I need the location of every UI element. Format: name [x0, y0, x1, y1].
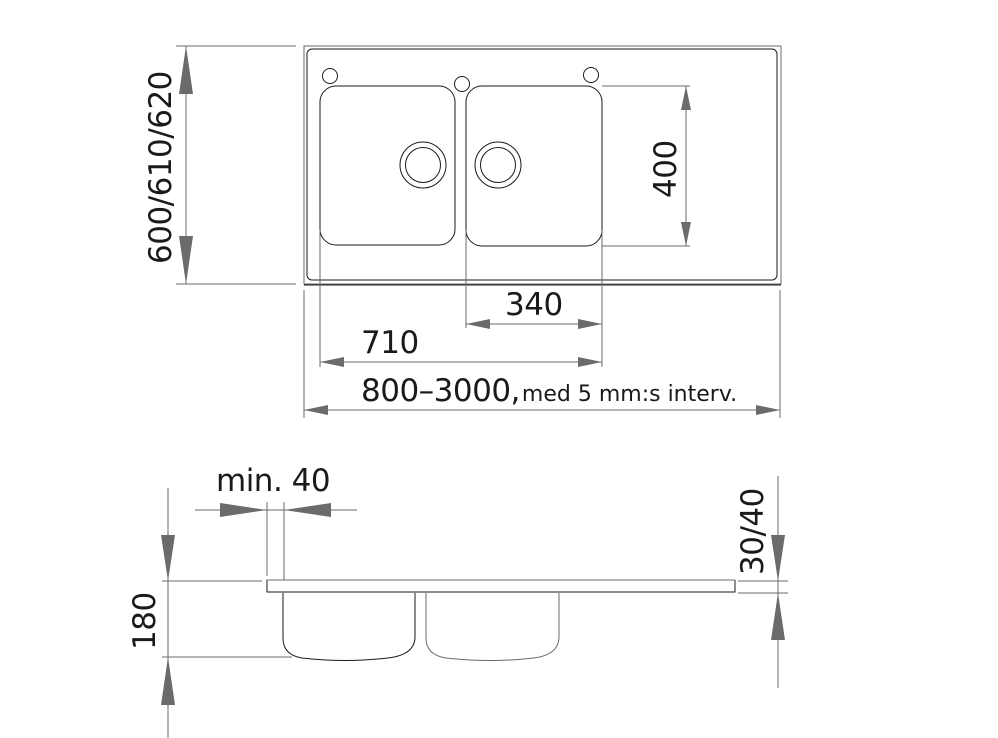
worktop-inner-edge	[306, 48, 778, 281]
right-drain-inner	[480, 147, 516, 183]
worktop-section	[266, 579, 736, 593]
left-bowl-section	[282, 593, 416, 661]
length-dimension-label: 800–3000,med 5 mm:s interv.	[361, 376, 737, 407]
tap-hole-left	[322, 68, 338, 84]
side-view	[161, 476, 788, 738]
drain-offset-dimension-label: 710	[361, 325, 419, 361]
length-range: 800–3000,	[361, 373, 520, 409]
right-bowl-section	[425, 593, 560, 661]
right-bowl	[465, 85, 603, 247]
length-interval-note: med 5 mm:s interv.	[521, 382, 738, 407]
left-drain-inner	[405, 147, 441, 183]
right-drain-outer	[474, 141, 522, 189]
top-thickness-dimension-label: 30/40	[735, 488, 771, 575]
worktop-outline	[303, 45, 782, 285]
min-edge-dimension-label: min. 40	[216, 463, 331, 499]
basin-depth-dimension-label: 400	[648, 140, 684, 198]
tap-hole-center	[454, 76, 470, 92]
bowl-spacing-dimension-label: 340	[505, 287, 563, 323]
left-bowl	[319, 85, 456, 246]
tap-hole-right	[583, 67, 599, 83]
height-dimension-label: 600/610/620	[143, 71, 179, 264]
top-view	[176, 45, 782, 418]
left-drain-outer	[399, 141, 447, 189]
total-depth-dimension-label: 180	[127, 592, 163, 650]
